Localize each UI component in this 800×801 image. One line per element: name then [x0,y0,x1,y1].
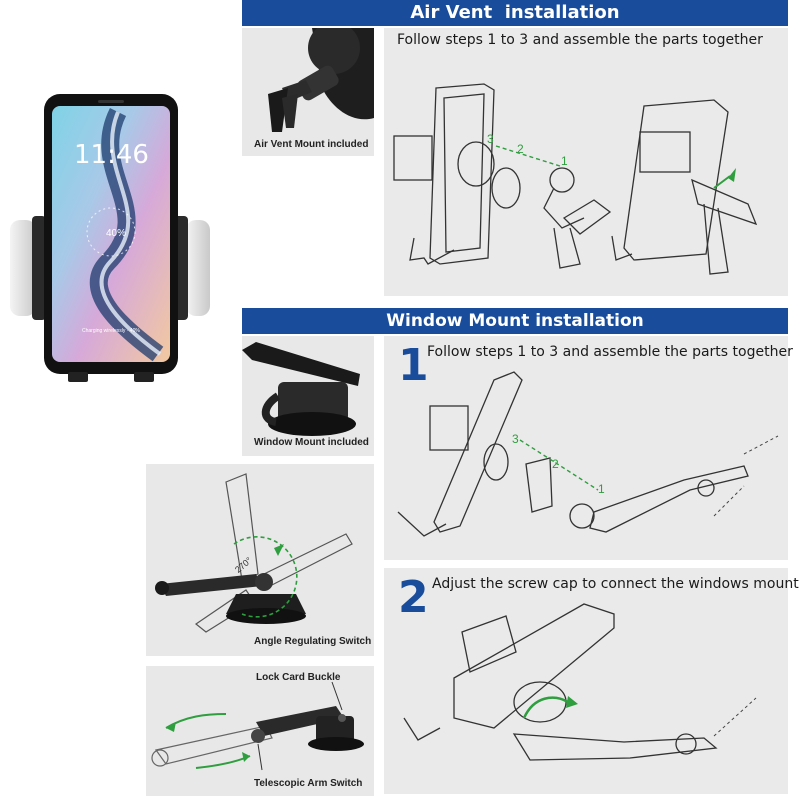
lock-card-buckle-caption: Lock Card Buckle [256,672,341,683]
air-vent-step-label-2: 2 [517,142,524,156]
air-vent-steps-panel: Follow steps 1 to 3 and assemble the par… [384,28,788,296]
window-step1-label-2: 2 [552,457,559,471]
window-mount-banner-title: Window Mount installation [386,311,644,331]
window-mount-banner: Window Mount installation [242,308,788,334]
air-vent-mount-caption: Air Vent Mount included [254,139,369,150]
phone-clock: 11:46 [74,140,149,170]
angle-regulating-caption: Angle Regulating Switch [254,636,372,647]
window-step1-text: Follow steps 1 to 3 and assemble the par… [427,344,793,360]
air-vent-mount-panel: Air Vent Mount included [242,22,374,156]
window-mount-caption: Window Mount included [254,437,369,448]
telescopic-arm-diagram [151,681,364,771]
air-vent-step-label-3: 3 [487,132,494,146]
window-step2-number: 2 [398,572,429,623]
window-step1-label-3: 3 [512,432,519,446]
window-mount-panel: Window Mount included [242,336,374,456]
window-step2-text: Adjust the screw cap to connect the wind… [432,576,799,592]
phone-battery-percent: 40% [106,228,127,239]
window-step1-panel: 1 Follow steps 1 to 3 and assemble the p… [384,336,793,560]
air-vent-assembly-diagram [393,83,758,275]
phone-charging-text: Charging wirelessly · 40% [82,328,140,334]
window-step1-label-1: 1 [598,482,605,496]
air-vent-instruction: Follow steps 1 to 3 and assemble the par… [397,32,763,48]
window-step2-diagram [403,603,757,761]
air-vent-banner-title: Air Vent installation [410,2,620,23]
air-vent-clip-image [268,22,374,132]
telescopic-arm-switch-caption: Telescopic Arm Switch [254,778,363,789]
phone-holder-product: 11:46 40% Charging wirelessly · 40% [8,92,212,384]
window-step2-panel: 2 Adjust the screw cap to connect the wi… [384,568,799,794]
window-step1-number: 1 [398,340,429,391]
air-vent-banner: Air Vent installation [242,0,788,26]
angle-regulating-panel: 270° Angle Regulating Switch [146,464,374,656]
air-vent-step-label-1: 1 [561,154,568,168]
window-step1-diagram [397,371,779,537]
angle-arm-diagram [155,473,353,633]
window-mount-image [242,342,360,436]
telescopic-arm-panel: Lock Card Buckle Telescopic Arm Switch [146,666,374,796]
